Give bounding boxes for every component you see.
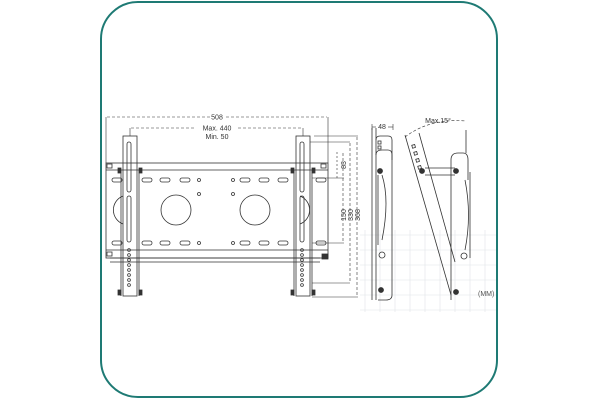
dimension-150-label: 150 (341, 209, 348, 221)
dimension-min-label: Min. 50 (206, 134, 229, 141)
dimension-508 (105, 116, 329, 163)
left-arm (117, 135, 143, 297)
dimension-tilt (404, 120, 467, 138)
diagram-frame (100, 1, 498, 398)
front-view (105, 135, 329, 297)
tilt-label: Max.15° (425, 117, 451, 125)
dimension-440 (129, 127, 304, 136)
dimension-48 (371, 124, 394, 130)
dimension-330-label: 330 (348, 209, 355, 221)
dimension-508-label: 508 (211, 115, 223, 122)
vertical-dimensions (310, 135, 358, 298)
side-view (371, 128, 393, 301)
dimension-48-label: 48 (378, 124, 386, 131)
unit-label: (MM) (478, 291, 494, 298)
tilt-view (404, 130, 471, 300)
dimension-max-label: Max. 440 (203, 126, 232, 133)
dimension-83-label: 83 (341, 161, 348, 169)
slot-row-top (111, 177, 327, 183)
right-arm (290, 135, 329, 297)
dimension-368-label: 368 (355, 209, 362, 221)
